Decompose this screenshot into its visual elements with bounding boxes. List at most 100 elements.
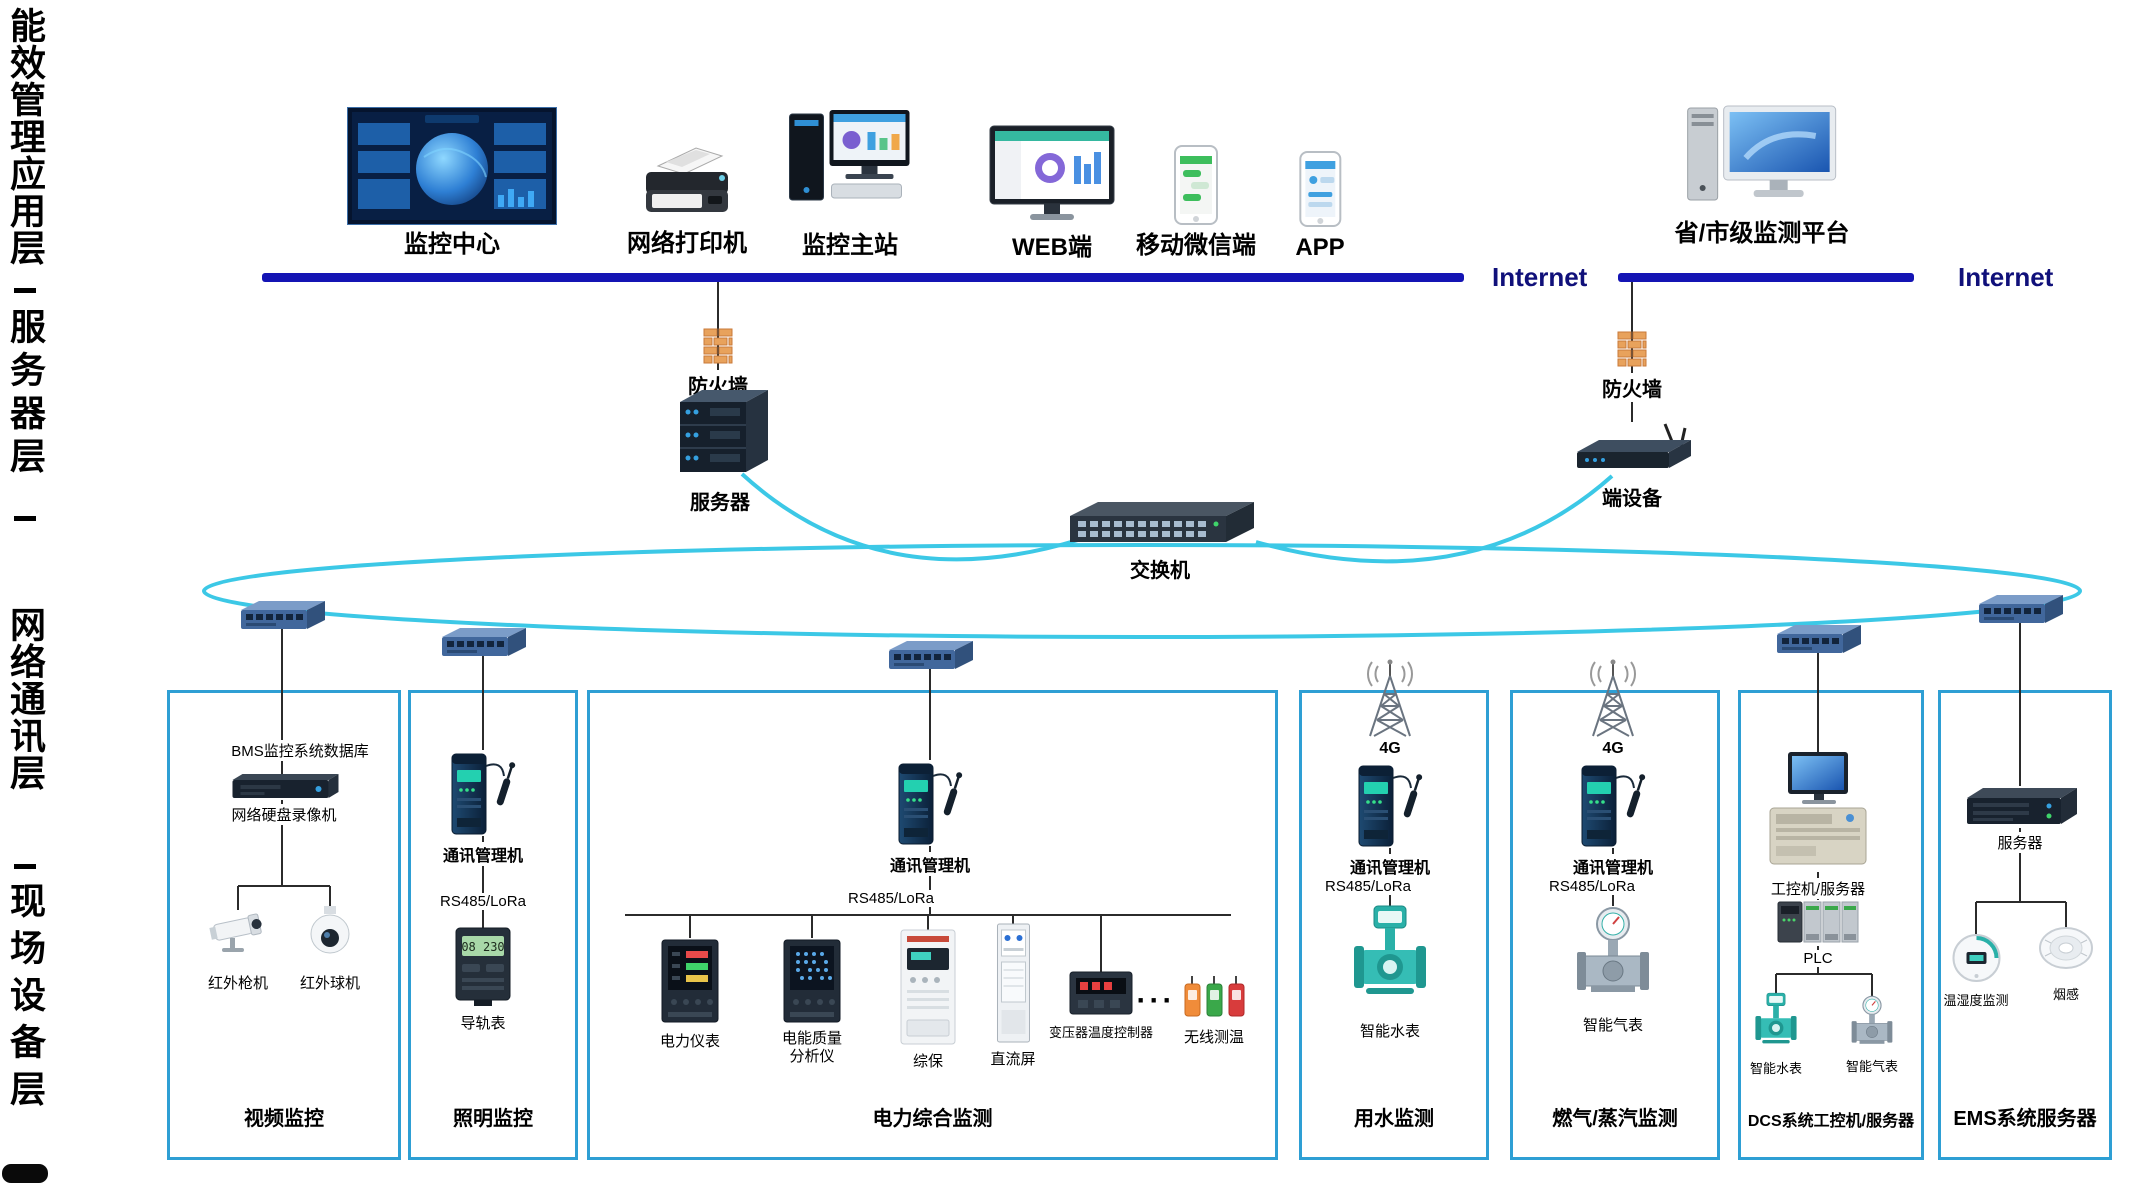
server-stack-icon xyxy=(668,386,772,482)
temp-humidity-sensor-icon xyxy=(1950,932,2002,988)
zone-ems: EMS系统服务器 xyxy=(1938,690,2112,1160)
bms-database-label: BMS监控系统数据库 xyxy=(227,740,373,761)
node-label: 通讯管理机 xyxy=(438,842,528,866)
zone-title: 燃气/蒸汽监测 xyxy=(1552,1108,1678,1130)
layer-strip-end xyxy=(2,1164,48,1183)
node-label: 4G xyxy=(1379,740,1401,757)
node-label: 监控中心 xyxy=(404,231,500,258)
workstation-icon xyxy=(1686,104,1838,214)
node-label: 红外球机 xyxy=(299,975,361,992)
node-label: 防火墙 xyxy=(1598,373,1666,402)
power-meter-icon xyxy=(660,936,720,1026)
node-dcs-water-meter: 智能水表 xyxy=(1750,992,1802,1077)
node-label: 省/市级监测平台 xyxy=(1674,220,1850,247)
node-label: 通讯管理机 xyxy=(885,852,975,876)
wechat-phone-icon xyxy=(1173,144,1219,226)
node-label: 通讯管理机 xyxy=(1568,854,1658,878)
water-flow-meter-icon xyxy=(1352,904,1428,1016)
node-smart-water-meter: 智能水表 xyxy=(1352,904,1428,1041)
node-pq-analyzer: 电能质量分析仪 xyxy=(776,936,848,1066)
desktop-computer-icon xyxy=(788,108,913,226)
node-ems-server: 服务器 xyxy=(1961,784,2079,853)
app-phone-icon xyxy=(1298,150,1342,228)
node-wireless-temp-sensors: 无线测温 xyxy=(1182,974,1246,1047)
node-label: 服务器 xyxy=(1993,832,2047,853)
zone-lighting: 照明监控 xyxy=(408,690,578,1160)
layer-divider xyxy=(14,864,36,869)
node-access-switch-video xyxy=(237,598,327,632)
zone-title: 用水监测 xyxy=(1354,1108,1434,1130)
bus-label: RS485/LoRa xyxy=(844,890,938,907)
access-switch-icon xyxy=(1975,592,2065,626)
node-label: 监控主站 xyxy=(802,232,898,259)
node-access-switch-dcs xyxy=(1773,622,1863,656)
node-din-rail-meter: 导轨表 xyxy=(452,926,514,1033)
ellipsis-more-devices: ··· xyxy=(1136,984,1176,1017)
node-monitor-center: 监控中心 xyxy=(347,107,557,259)
node-master-station: 监控主站 xyxy=(788,108,913,260)
node-transformer-temp-controller: 变压器温度控制器 xyxy=(1049,970,1153,1041)
dc-panel-icon xyxy=(995,922,1031,1044)
node-label: 智能气表 xyxy=(1845,1059,1899,1074)
bullet-camera-icon xyxy=(208,906,268,958)
layer-divider xyxy=(14,516,36,521)
node-province-platform: 省/市级监测平台 xyxy=(1674,104,1850,248)
comm-gateway-icon xyxy=(1351,760,1429,852)
node-label: 智能气表 xyxy=(1582,1017,1643,1034)
node-label: 综保 xyxy=(912,1053,943,1070)
zone-title: 视频监控 xyxy=(244,1108,324,1130)
node-label: 工控机/服务器 xyxy=(1766,878,1870,899)
node-core-switch: 交换机 xyxy=(1064,498,1256,583)
layer-strip: 能效管理应用层 服务器层 网络通讯层 现场设备层 xyxy=(2,0,48,1183)
comm-gateway-icon xyxy=(444,748,522,840)
node-gateway-lighting: 通讯管理机 xyxy=(438,748,528,866)
node-label: 电能质量分析仪 xyxy=(781,1030,842,1065)
node-label: 交换机 xyxy=(1130,560,1190,582)
comm-gateway-icon xyxy=(891,758,969,850)
nvr-icon xyxy=(228,772,340,802)
firewall-icon xyxy=(1617,331,1647,369)
node-gateway-gas: 通讯管理机 xyxy=(1568,760,1658,878)
node-label: 智能水表 xyxy=(1749,1061,1803,1076)
core-switch-icon xyxy=(1064,498,1256,550)
access-switch-icon xyxy=(885,638,975,672)
zone-gas: 燃气/蒸汽监测 xyxy=(1510,690,1720,1160)
layer-label-field: 现场设备层 xyxy=(5,882,46,1117)
node-label: 网络硬盘录像机 xyxy=(227,804,341,825)
din-rail-meter-icon xyxy=(452,926,514,1008)
bus-label: RS485/LoRa xyxy=(1321,878,1415,895)
node-label: 导轨表 xyxy=(460,1015,506,1032)
node-edge-device: 端设备 xyxy=(1569,418,1695,511)
gas-flow-meter-icon xyxy=(1575,904,1651,1010)
node-relay-protection: 综保 xyxy=(899,928,957,1071)
node-gateway-water: 通讯管理机 xyxy=(1345,760,1435,878)
zone-dcs: DCS系统工控机/服务器 xyxy=(1738,690,1924,1160)
node-app-client: APP xyxy=(1295,150,1345,262)
edge-router-icon xyxy=(1569,418,1695,478)
node-dcs-gas-meter: 智能气表 xyxy=(1846,994,1898,1075)
smoke-detector-icon xyxy=(2037,926,2095,976)
node-label: WEB端 xyxy=(1012,234,1092,261)
node-firewall-right: 防火墙 xyxy=(1598,331,1666,402)
internet-backbone-right xyxy=(1618,273,1914,282)
rack-server-icon xyxy=(1961,784,2079,830)
zone-video: 视频监控 xyxy=(167,690,401,1160)
node-label: APP xyxy=(1295,234,1345,261)
wireless-temp-sensors-icon xyxy=(1182,974,1246,1024)
zone-power: 电力综合监测 xyxy=(587,690,1278,1160)
node-label: 网络打印机 xyxy=(627,230,747,257)
internet-backbone-left xyxy=(262,273,1464,282)
comm-gateway-icon xyxy=(1574,760,1652,852)
node-label: 端设备 xyxy=(1602,488,1662,510)
node-label: 烟感 xyxy=(2052,987,2079,1002)
node-power-meter: 电力仪表 xyxy=(660,936,720,1051)
node-smoke-detector: 烟感 xyxy=(2037,926,2095,1003)
industrial-pc-icon xyxy=(1762,750,1874,876)
node-web-client: WEB端 xyxy=(988,124,1116,262)
node-label: 智能水表 xyxy=(1359,1023,1420,1040)
layer-label-application: 能效管理应用层 xyxy=(5,7,46,266)
node-wechat-client: 移动微信端 xyxy=(1136,144,1256,260)
node-bullet-camera: 红外枪机 xyxy=(208,906,268,993)
access-switch-icon xyxy=(237,598,327,632)
internet-label-left: Internet xyxy=(1492,262,1588,292)
